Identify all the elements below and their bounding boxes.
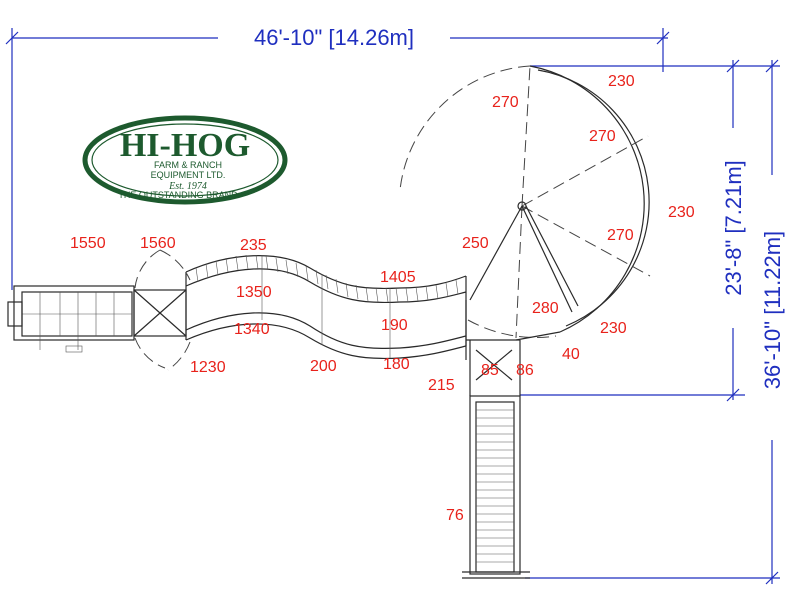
label-86: 86 [516, 362, 534, 379]
label-230-right: 230 [668, 204, 695, 221]
label-85: 85 [481, 362, 499, 379]
logo-line1: FARM & RANCH [154, 160, 222, 170]
label-1230: 1230 [190, 359, 226, 376]
label-76: 76 [446, 507, 464, 524]
label-230-bottom: 230 [600, 320, 627, 337]
logo-name: HI-HOG [120, 127, 250, 164]
label-40: 40 [562, 346, 580, 363]
label-1350: 1350 [236, 284, 272, 301]
label-235: 235 [240, 237, 267, 254]
hi-hog-logo: HI-HOG FARM & RANCH EQUIPMENT LTD. Est. … [82, 115, 288, 205]
squeeze-chute [7, 285, 187, 353]
overall-width-label: 46'-10" [14.26m] [254, 25, 414, 50]
gate-swing-arcs [134, 249, 191, 371]
crowding-tub [399, 65, 651, 360]
label-180: 180 [383, 356, 410, 373]
width-dimension: 46'-10" [14.26m] [5, 22, 670, 290]
logo-tagline: THE OUTSTANDING BRAND [118, 190, 238, 200]
label-1560: 1560 [140, 235, 176, 252]
label-215: 215 [428, 377, 455, 394]
label-200: 200 [310, 358, 337, 375]
logo-est: Est. 1974 [168, 181, 207, 192]
upper-height-label: 23'-8" [7.21m] [721, 160, 746, 296]
s-curve-alley [185, 254, 467, 360]
logo-line2: EQUIPMENT LTD. [151, 170, 226, 180]
height-dimensions: 23'-8" [7.21m] 36'-10" [11.22m] [520, 59, 787, 585]
label-270-low: 270 [607, 227, 634, 244]
label-1405: 1405 [380, 269, 416, 286]
overall-height-label: 36'-10" [11.22m] [760, 231, 785, 389]
label-190: 190 [381, 317, 408, 334]
label-280: 280 [532, 300, 559, 317]
loading-ramp [462, 339, 530, 579]
part-labels: 1550 1560 235 1350 1405 1340 190 1230 20… [70, 73, 695, 524]
label-1550: 1550 [70, 235, 106, 252]
label-1340: 1340 [234, 321, 270, 338]
label-270-top: 270 [492, 94, 519, 111]
label-270-mid: 270 [589, 128, 616, 145]
label-250: 250 [462, 235, 489, 252]
label-230-top: 230 [608, 73, 635, 90]
